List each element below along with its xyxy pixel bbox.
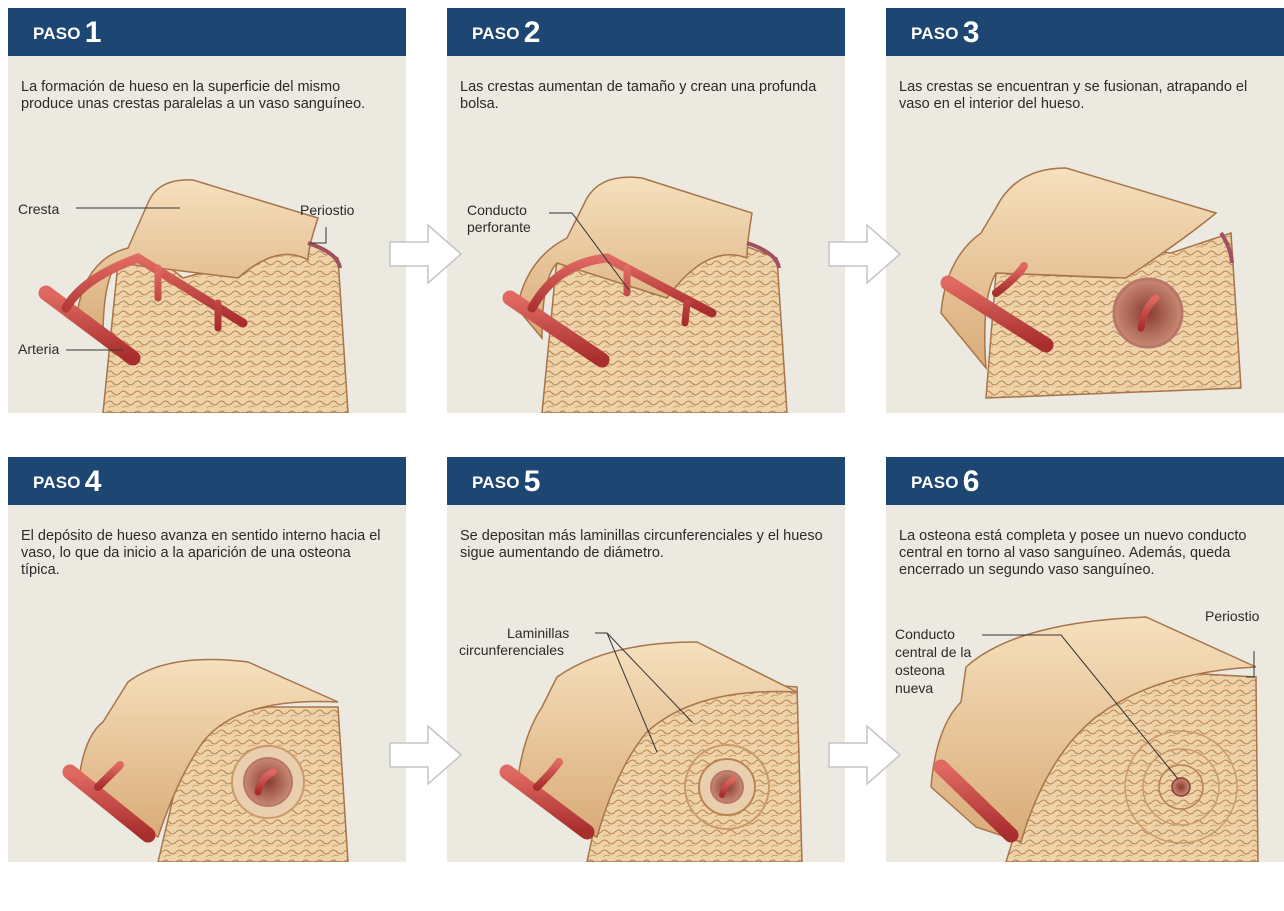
label-laminillas: Laminillas	[507, 625, 569, 641]
label-conducto-central-3: osteona	[895, 662, 945, 678]
label-conducto-central-2: central de la	[895, 644, 971, 660]
arrow-right-icon	[388, 723, 464, 787]
label-periostio: Periostio	[300, 202, 354, 218]
arrow-right-icon	[827, 222, 903, 286]
label-periostio: Periostio	[1205, 608, 1259, 624]
label-conducto-central: Conducto	[895, 626, 955, 642]
label-conducto-central-4: nueva	[895, 680, 933, 696]
label-conducto-perforante: Conducto	[467, 202, 527, 218]
bone-illustration-step-3	[886, 8, 1284, 413]
label-cresta: Cresta	[18, 201, 59, 217]
label-conducto-perforante-2: perforante	[467, 219, 531, 235]
bone-illustration-step-5	[447, 457, 845, 862]
label-laminillas-2: circunferenciales	[459, 642, 564, 658]
arrow-right-icon	[388, 222, 464, 286]
label-arteria: Arteria	[18, 341, 59, 357]
bone-illustration-step-4	[8, 457, 406, 862]
arrow-right-icon	[827, 723, 903, 787]
